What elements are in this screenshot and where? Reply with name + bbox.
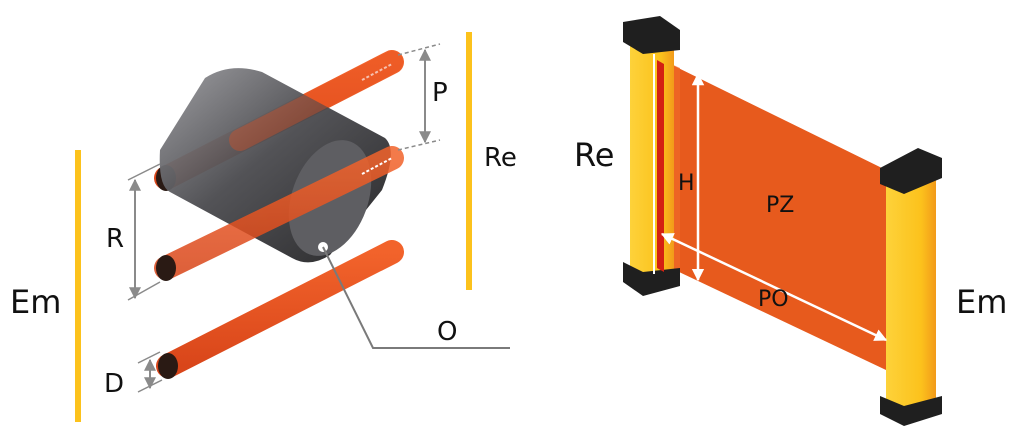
receiver-red-strip [657, 60, 664, 272]
dimension-r [127, 163, 161, 301]
label-p: P [432, 78, 448, 108]
label-po: PO [758, 287, 789, 312]
label-o: O [437, 317, 457, 347]
label-em-right: Em [956, 283, 1007, 321]
label-pz: PZ [766, 193, 794, 218]
label-em-left: Em [10, 283, 61, 321]
emitter-column [880, 148, 942, 426]
label-r: R [106, 224, 124, 254]
dimension-d [137, 351, 163, 393]
dimension-p [397, 43, 441, 151]
left-diagram: Em Re P R D O [10, 32, 517, 422]
label-re-right: Re [574, 136, 614, 174]
label-re-left: Re [484, 143, 517, 173]
label-h: H [678, 171, 695, 196]
dimension-po [660, 232, 888, 342]
right-diagram: Re Em H PZ PO [574, 16, 1007, 426]
object-pointer-line [322, 246, 510, 349]
label-d: D [104, 369, 124, 399]
beam-middle [154, 146, 404, 281]
receiver-column [623, 16, 680, 296]
beam-bottom [156, 240, 404, 379]
